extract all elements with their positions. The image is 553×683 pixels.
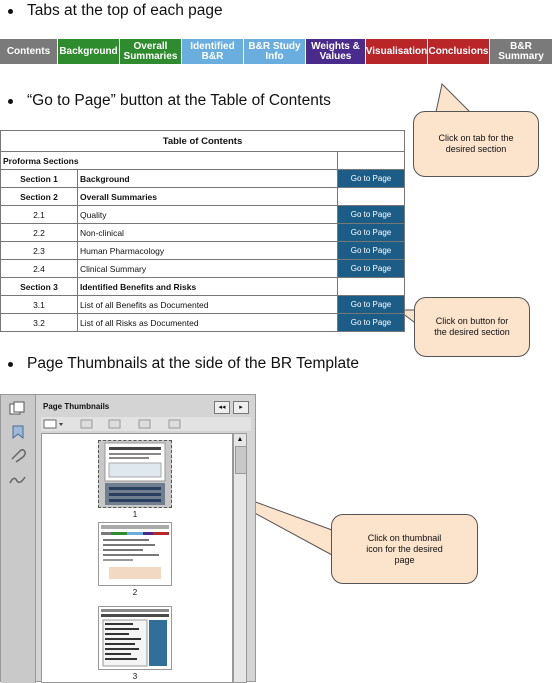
bullet-tabs: Tabs at the top of each page	[8, 2, 223, 20]
tab-b-r-study-info[interactable]: B&R Study Info	[244, 39, 306, 64]
tab-b-r-summary[interactable]: B&R Summary	[490, 39, 553, 64]
go-to-page-button[interactable]: Go to Page	[337, 205, 405, 224]
bullet-text: “Go to Page” button at the Table of Cont…	[27, 92, 331, 109]
toc-number: Section 2	[0, 187, 78, 206]
thumbnail-image[interactable]	[98, 440, 172, 508]
thumbnail-image[interactable]	[98, 606, 172, 670]
tab-visualisation[interactable]: Visualisation	[366, 39, 428, 64]
toc-number: Section 3	[0, 277, 78, 296]
tab-identified-b-r[interactable]: Identified B&R	[182, 39, 244, 64]
toc-section-name: Overall Summaries	[77, 187, 338, 206]
bullet-go-to-page: “Go to Page” button at the Table of Cont…	[8, 92, 331, 110]
options-icon	[43, 419, 57, 429]
toc-proforma-header: Proforma Sections	[0, 151, 338, 170]
go-to-page-button[interactable]: Go to Page	[337, 313, 405, 332]
tab-background[interactable]: Background	[58, 39, 120, 64]
go-to-page-button[interactable]: Go to Page	[337, 241, 405, 260]
thumbnail-scrollbar[interactable]: ▲	[233, 433, 247, 683]
attachment-icon[interactable]	[9, 448, 27, 463]
toc-number: 3.2	[0, 313, 78, 332]
toc-number: 2.4	[0, 259, 78, 278]
thumbnail-list: 1 2	[41, 433, 233, 683]
button-callout: Click on button for the desired section	[414, 297, 530, 357]
tab-overall-summaries[interactable]: Overall Summaries	[120, 39, 182, 64]
rotate-page-icon	[138, 419, 151, 429]
thumbnail-page-3[interactable]: 3	[98, 606, 172, 681]
toc-section-name: Quality	[77, 205, 338, 224]
tab-weights-values[interactable]: Weights & Values	[306, 39, 366, 64]
panel-title: Page Thumbnails	[43, 402, 110, 411]
collapse-panel-button[interactable]: ◂◂	[214, 401, 230, 414]
thumbnail-page-2[interactable]: 2	[98, 522, 172, 597]
toc-number: 2.3	[0, 241, 78, 260]
scroll-up-icon[interactable]: ▲	[236, 436, 244, 443]
bookmark-icon[interactable]	[9, 425, 27, 440]
bullet-text: Tabs at the top of each page	[27, 2, 223, 19]
button-callout-text: Click on button for the desired section	[434, 316, 510, 337]
tabs-callout-text: Click on tab for the desired section	[438, 133, 514, 154]
go-to-page-button[interactable]: Go to Page	[337, 259, 405, 278]
print-page-icon	[80, 419, 93, 429]
toc-number: 2.1	[0, 205, 78, 224]
scrollbar-thumb[interactable]	[235, 446, 247, 474]
thumbnail-page-number: 2	[132, 588, 138, 597]
signature-icon[interactable]	[9, 473, 27, 487]
tabs-callout-pointer	[435, 82, 472, 113]
toc-section-name: List of all Risks as Documented	[77, 313, 338, 332]
delete-page-icon	[108, 419, 121, 429]
thumbnail-callout-text: Click on thumbnail icon for the desired …	[366, 532, 443, 565]
table-of-contents: Table of Contents Proforma Sections Sect…	[0, 130, 405, 332]
toc-section-name: Identified Benefits and Risks	[77, 277, 338, 296]
thumbnail-page-number: 3	[132, 672, 138, 681]
chevron-down-icon	[59, 423, 63, 426]
bullet-text: Page Thumbnails at the side of the BR Te…	[27, 355, 360, 372]
toc-section-name: Non-clinical	[77, 223, 338, 242]
toc-section-name: Human Pharmacology	[77, 241, 338, 260]
thumbnail-image[interactable]	[98, 522, 172, 586]
toc-section-name: Background	[77, 169, 338, 188]
thumbnail-page-1[interactable]: 1	[98, 440, 172, 519]
go-to-page-button[interactable]: Go to Page	[337, 223, 405, 242]
tab-conclusions[interactable]: Conclusions	[428, 39, 490, 64]
thumbnail-callout: Click on thumbnail icon for the desired …	[331, 514, 478, 584]
bullet-thumbnails: Page Thumbnails at the side of the BR Te…	[8, 355, 359, 373]
toc-number: 3.1	[0, 295, 78, 314]
tabs-callout: Click on tab for the desired section	[413, 111, 539, 177]
panel-menu-button[interactable]: ▸	[233, 401, 249, 414]
thumbnail-toolbar	[41, 417, 251, 431]
pages-icon[interactable]	[9, 401, 27, 415]
go-to-page-button[interactable]: Go to Page	[337, 169, 405, 188]
thumbnail-page-number: 1	[132, 510, 138, 519]
toc-section-name: Clinical Summary	[77, 259, 338, 278]
zoom-page-icon	[168, 419, 181, 429]
toc-section-name: List of all Benefits as Documented	[77, 295, 338, 314]
tab-contents[interactable]: Contents	[0, 39, 58, 64]
go-to-page-button[interactable]: Go to Page	[337, 295, 405, 314]
page-thumbnails-panel: Page Thumbnails ◂◂ ▸	[0, 394, 256, 683]
toc-title: Table of Contents	[0, 130, 405, 152]
navigation-rail	[1, 395, 36, 683]
toc-number: Section 1	[0, 169, 78, 188]
toc-number: 2.2	[0, 223, 78, 242]
